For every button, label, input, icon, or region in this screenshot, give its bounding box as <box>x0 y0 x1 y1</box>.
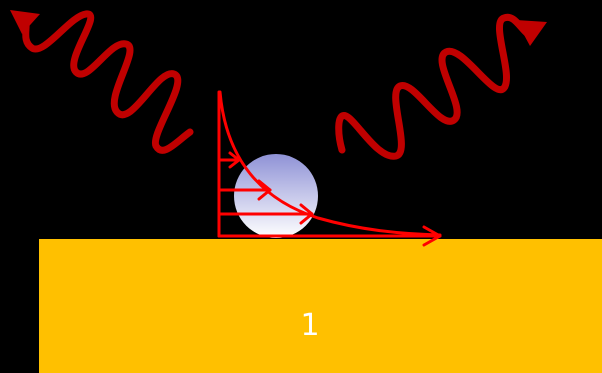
substrate-label: 1 <box>298 309 322 343</box>
incident-wave-line <box>24 14 190 150</box>
incident-wave-arrowhead <box>10 10 40 34</box>
incident-wave-arrow <box>10 10 190 150</box>
reflected-wave-arrow <box>339 17 547 156</box>
substrate-block <box>39 239 602 373</box>
reflected-wave-line <box>339 17 528 156</box>
reflected-wave-arrowhead <box>516 20 547 46</box>
